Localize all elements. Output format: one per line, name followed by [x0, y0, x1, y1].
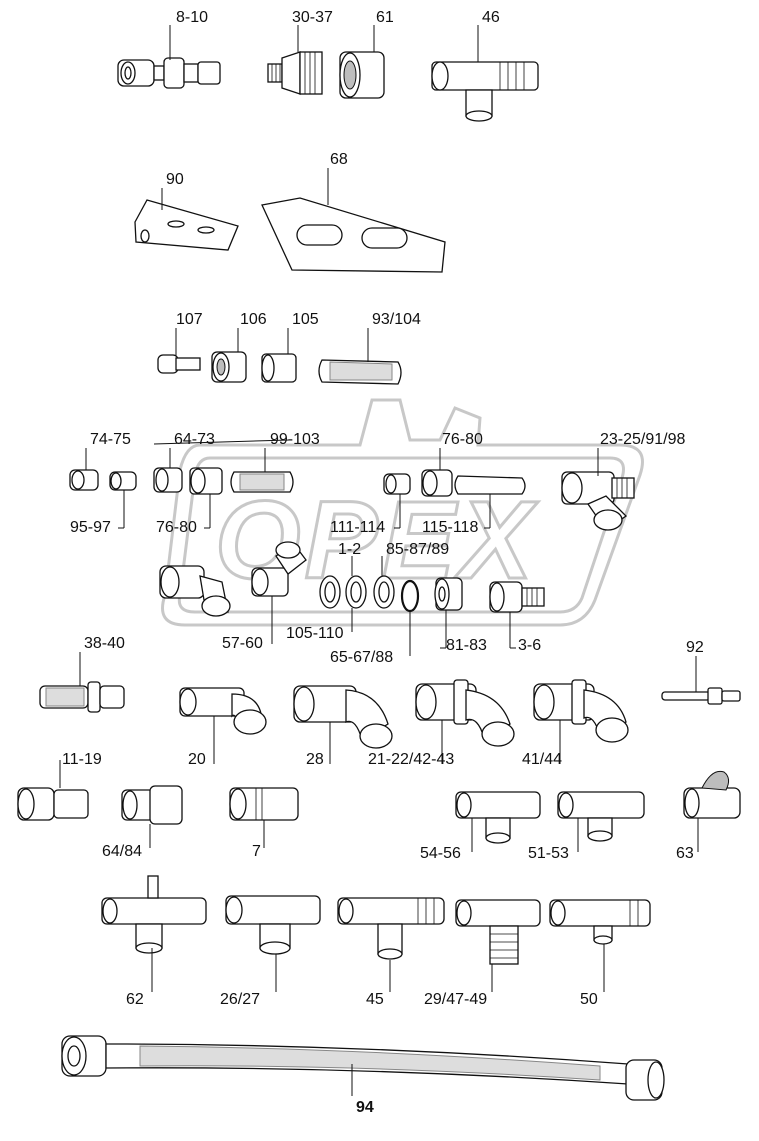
- part-50: [549, 899, 651, 992]
- part-62: [101, 875, 207, 992]
- label-28: 28: [306, 751, 324, 768]
- label-38-40: 38-40: [84, 635, 125, 652]
- label-94: 94: [356, 1099, 374, 1116]
- label-3-6: 3-6: [518, 637, 541, 654]
- label-1-2: 1-2: [338, 541, 361, 558]
- part-81-83: [434, 577, 463, 649]
- part-105-110: [319, 575, 353, 632]
- part-94: [61, 1035, 665, 1101]
- label-74-75: 74-75: [90, 431, 131, 448]
- label-65-67-88: 65-67/88: [330, 649, 393, 666]
- part-45: [337, 897, 445, 992]
- part-29-47-49: [455, 899, 541, 992]
- part-30-37: [267, 25, 323, 95]
- part-64-84: [121, 785, 183, 848]
- part-3-6: [489, 581, 545, 649]
- part-115-118: [454, 475, 526, 529]
- part-51-53: [557, 791, 645, 852]
- label-30-37: 30-37: [292, 9, 333, 26]
- bracket-64-73-99-103: [153, 439, 291, 445]
- part-41-44: [533, 679, 629, 764]
- watermark-logo: OPEX: [161, 398, 644, 627]
- part-21-22-42-43: [415, 679, 515, 764]
- part-106: [211, 328, 247, 383]
- part-57-60: [251, 541, 307, 644]
- label-99-103: 99-103: [270, 431, 320, 448]
- label-54-56: 54-56: [420, 845, 461, 862]
- label-62: 62: [126, 991, 144, 1008]
- part-61: [339, 25, 385, 99]
- part-92: [661, 656, 741, 705]
- label-57-60: 57-60: [222, 635, 263, 652]
- label-76-80-a: 76-80: [442, 431, 483, 448]
- part-7: [229, 787, 299, 848]
- label-45: 45: [366, 991, 384, 1008]
- part-74-75: [69, 448, 99, 491]
- label-layer: 8-10 30-37 61 46 90 68 107 106 105 93/10…: [62, 9, 704, 1116]
- label-115-118: 115-118: [422, 519, 478, 536]
- label-105: 105: [292, 311, 319, 328]
- label-107: 107: [176, 311, 203, 328]
- part-105: [261, 328, 297, 383]
- part-elbow-left: [159, 565, 231, 617]
- label-61: 61: [376, 9, 394, 26]
- label-63: 63: [676, 845, 694, 862]
- part-26-27: [225, 895, 321, 992]
- part-20: [179, 687, 267, 764]
- part-46: [431, 25, 539, 122]
- part-65-67-88: [400, 579, 420, 656]
- part-76-80-a: [421, 448, 453, 497]
- label-90: 90: [166, 171, 184, 188]
- label-41-44: 41/44: [522, 751, 562, 768]
- label-93-104: 93/104: [372, 311, 421, 328]
- part-38-40: [39, 652, 125, 713]
- label-111-114: 111-114: [330, 519, 385, 536]
- part-63: [683, 770, 741, 852]
- label-23-25-91-98: 23-25/91/98: [600, 431, 686, 448]
- part-85-87-89: [373, 556, 395, 609]
- part-64-73: [153, 448, 183, 493]
- part-28: [293, 685, 393, 764]
- label-64-84: 64/84: [102, 843, 142, 860]
- part-90: [134, 188, 239, 251]
- part-99-103: [230, 448, 294, 493]
- label-95-97: 95-97: [70, 519, 111, 536]
- label-106: 106: [240, 311, 267, 328]
- label-11-19: 11-19: [62, 751, 102, 768]
- label-81-83: 81-83: [446, 637, 487, 654]
- label-76-80-b: 76-80: [156, 519, 197, 536]
- part-107: [157, 328, 201, 374]
- part-54-56: [455, 791, 541, 852]
- part-68: [261, 168, 446, 273]
- label-29-47-49: 29/47-49: [424, 991, 487, 1008]
- part-1-2: [345, 556, 367, 609]
- part-95-97: [109, 471, 137, 529]
- part-11-19: [17, 760, 89, 821]
- label-20: 20: [188, 751, 206, 768]
- label-46: 46: [482, 9, 500, 26]
- label-85-87-89: 85-87/89: [386, 541, 449, 558]
- label-21-22-42-43: 21-22/42-43: [368, 751, 454, 768]
- part-23-25-91-98: [561, 448, 635, 531]
- part-8-10: [117, 25, 221, 89]
- label-92: 92: [686, 639, 704, 656]
- label-8-10: 8-10: [176, 9, 208, 26]
- part-111-114: [383, 473, 411, 529]
- label-26-27: 26/27: [220, 991, 260, 1008]
- label-68: 68: [330, 151, 348, 168]
- label-50: 50: [580, 991, 598, 1008]
- label-105-110: 105-110: [286, 625, 344, 642]
- label-7: 7: [252, 843, 261, 860]
- label-64-73: 64-73: [174, 431, 215, 448]
- part-93-104: [318, 328, 402, 385]
- label-51-53: 51-53: [528, 845, 569, 862]
- part-76-80-b: [189, 467, 223, 529]
